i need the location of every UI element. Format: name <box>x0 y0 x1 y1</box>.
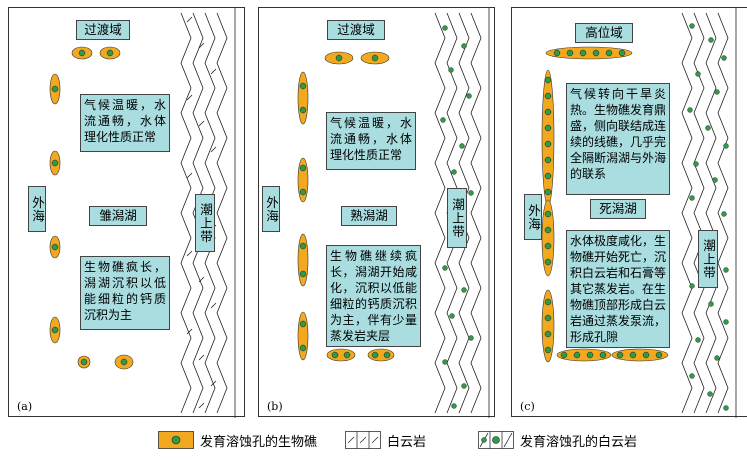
reef-b-5 <box>297 233 309 287</box>
reef-b-3 <box>297 71 309 125</box>
climate-text-a: 气候温暖，水流通畅，水体理化性质正常 <box>80 94 170 152</box>
top-title-c: 高位域 <box>575 23 633 43</box>
reef-a-6 <box>49 316 61 344</box>
legend-reef-swatch <box>158 431 194 449</box>
reef-a-3 <box>49 73 61 105</box>
panel-label-a: (a) <box>17 400 33 413</box>
reef-b-4 <box>297 157 309 203</box>
legend-reef: 发育溶蚀孔的生物礁 <box>158 428 317 452</box>
stage-title-c: 死潟湖 <box>590 199 646 219</box>
reef-b-1 <box>324 51 354 65</box>
process-text-b: 生物礁继续疯长，潟湖开始咸化，沉积以低能细粒的钙质沉积为主，伴有少量蒸发岩夹层 <box>326 245 421 347</box>
reef-b-7 <box>326 348 356 362</box>
panel-label-b: (b) <box>267 400 283 413</box>
legend-dolomite-pores-swatch <box>478 431 514 449</box>
sea-label-a: 外海 <box>28 186 46 232</box>
stage-title-a: 雏潟湖 <box>89 206 147 226</box>
top-title-b: 过渡域 <box>327 20 385 40</box>
tidal-label-c: 潮上带 <box>698 230 718 288</box>
reef-c-top <box>545 46 633 60</box>
legend-dolomite-pores-label: 发育溶蚀孔的白云岩 <box>520 434 638 450</box>
reef-b-8 <box>367 348 395 362</box>
reef-c-left <box>541 69 555 363</box>
legend-reef-label: 发育溶蚀孔的生物礁 <box>200 434 318 450</box>
dolomite-pores-band-c <box>681 12 729 414</box>
process-text-c: 水体极度咸化，生物礁开始死亡，沉积白云岩和石膏等其它蒸发岩。在生物礁顶部形成白云… <box>566 230 670 348</box>
climate-text-c: 气候转向干旱炎热。生物礁发育鼎盛，侧向联结成连续的线礁，几乎完全隔断潟湖与外海的… <box>566 83 670 195</box>
legend-dolomite: 白云岩 <box>345 428 426 452</box>
process-text-a: 生物礁疯长，潟湖沉积以低能细粒的钙质沉积为主 <box>80 256 170 330</box>
top-title-a: 过渡域 <box>76 20 130 40</box>
tidal-label-b: 潮上带 <box>447 188 467 248</box>
reef-c-bottom <box>556 348 669 362</box>
reef-a-2 <box>99 46 121 60</box>
panel-c: 高位域 气候转向干旱炎热。生物礁发育鼎盛，侧向联结成连续的线礁，几乎完全隔断潟湖… <box>511 7 747 418</box>
legend-dolomite-label: 白云岩 <box>387 434 427 450</box>
reef-b-2 <box>360 51 390 65</box>
sea-label-b: 外海 <box>262 186 280 232</box>
reef-a-1 <box>71 46 93 60</box>
legend-dolomite-pores: 发育溶蚀孔的白云岩 <box>478 428 637 452</box>
reef-a-5 <box>49 235 61 259</box>
panel-b: 过渡域 气候温暖，水流通畅，水体理化性质正常 熟潟湖 生物礁继续疯长，潟湖开始咸… <box>258 7 495 418</box>
tidal-label-a: 潮上带 <box>195 194 215 252</box>
reef-b-6 <box>297 311 309 361</box>
reef-a-8 <box>114 354 134 370</box>
climate-text-b: 气候温暖，水流通畅，水体理化性质正常 <box>326 112 416 170</box>
reef-a-7 <box>77 355 91 369</box>
panel-c-art <box>541 8 737 418</box>
reef-a-4 <box>49 150 61 176</box>
panel-label-c: (c) <box>520 400 535 413</box>
panel-a: 过渡域 气候温暖，水流通畅，水体理化性质正常 雏潟湖 生物礁疯长，潟湖沉积以低能… <box>8 7 245 418</box>
legend-dolomite-swatch <box>345 431 381 449</box>
stage-title-b: 熟潟湖 <box>341 206 397 226</box>
sea-label-c: 外海 <box>524 194 542 240</box>
